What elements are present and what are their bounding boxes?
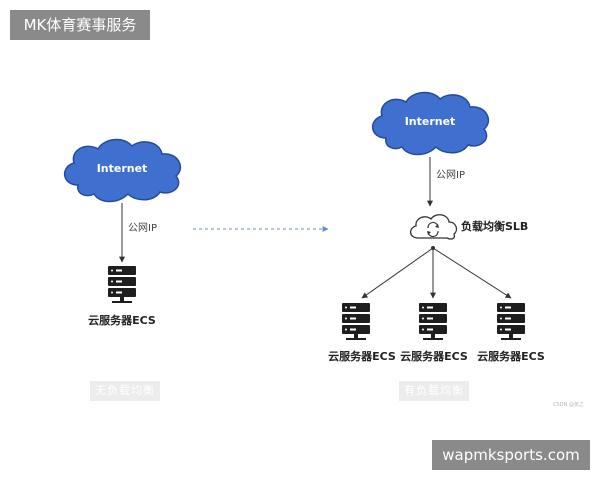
right-server-2: 云服务器ECS bbox=[400, 303, 468, 363]
cloud-icon bbox=[372, 91, 490, 156]
slb-to-server-1 bbox=[361, 247, 434, 299]
url-watermark: wapmksports.com bbox=[432, 440, 590, 470]
caption-no-load-balancing: 无负载均衡 bbox=[90, 381, 160, 401]
left-link-label: 公网IP bbox=[128, 222, 157, 234]
server-icon bbox=[108, 266, 136, 303]
credit-text: CSDN @张之 bbox=[553, 402, 584, 408]
left-cloud-label: Internet bbox=[97, 162, 148, 175]
left-server-label: 云服务器ECS bbox=[88, 313, 156, 327]
server-icon bbox=[342, 303, 370, 340]
right-server-label-2: 云服务器ECS bbox=[400, 349, 468, 363]
right-server-label-3: 云服务器ECS bbox=[477, 349, 545, 363]
brand-watermark: MK体育赛事服务 bbox=[10, 10, 150, 40]
slb-node: 负载均衡SLB bbox=[409, 214, 528, 250]
server-icon bbox=[419, 303, 447, 340]
right-server-1: 云服务器ECS bbox=[328, 303, 396, 363]
right-link-label: 公网IP bbox=[436, 169, 465, 181]
caption-with-load-balancing: 有负载均衡 bbox=[399, 381, 469, 401]
cloud-icon bbox=[64, 138, 182, 203]
refresh-cloud-icon bbox=[409, 214, 458, 240]
left-server: 云服务器ECS bbox=[88, 266, 156, 327]
server-icon bbox=[497, 303, 525, 340]
right-internet-cloud: Internet bbox=[372, 91, 490, 156]
slb-label: 负载均衡SLB bbox=[461, 219, 528, 233]
right-server-3: 云服务器ECS bbox=[477, 303, 545, 363]
right-server-label-1: 云服务器ECS bbox=[328, 349, 396, 363]
left-internet-cloud: Internet bbox=[64, 138, 182, 203]
slb-to-server-3 bbox=[432, 247, 512, 299]
right-cloud-label: Internet bbox=[405, 115, 456, 128]
